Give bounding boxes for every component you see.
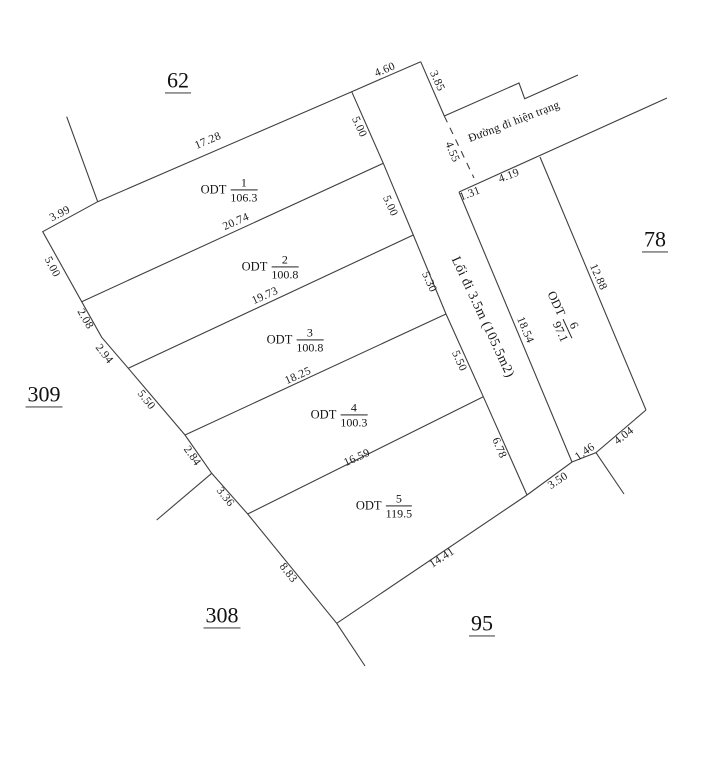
plot-number: 1 [240, 175, 247, 190]
plot-area: 100.8 [271, 266, 299, 281]
path-top-right-edge-line [420, 61, 445, 117]
boundary-62-309-line [66, 116, 99, 202]
divider-plot4-plot5-line [247, 396, 484, 515]
dimension-label: 5.00 [41, 254, 63, 280]
plot-area: 119.5 [385, 505, 413, 520]
dimension-label: 5.30 [419, 269, 439, 295]
divider-plot3-plot4-line [184, 313, 447, 436]
path-road-crossing-dashed-line [443, 115, 475, 179]
plot6-west-edge-line [458, 191, 573, 463]
plot-area: 97.1 [550, 318, 573, 344]
dimension-label: 20.74 [221, 210, 251, 234]
plot-area: 100.3 [340, 414, 368, 429]
parcel-number-62: 62 [165, 67, 191, 94]
plot-code: ODT [310, 407, 337, 422]
divider-plot1-plot2-line [81, 162, 384, 303]
dimension-label: 16.59 [342, 446, 372, 470]
plot5-bottom-edge-line [336, 494, 528, 624]
plot6-east-edge-line [539, 156, 647, 411]
plot-code: ODT [355, 498, 382, 513]
dimension-label: 14.41 [427, 545, 457, 571]
dimension-label: 2.94 [92, 341, 116, 367]
south-extension-line [595, 452, 625, 495]
road-lower-edge-line [458, 97, 668, 193]
plot-area: 106.3 [230, 189, 258, 204]
dimension-label: 2.84 [180, 443, 204, 469]
dimension-label: 4.60 [372, 60, 398, 80]
dimension-label: 18.25 [283, 364, 313, 388]
dimension-label: 4.04 [611, 424, 637, 448]
south-edge-line [526, 409, 647, 496]
dimension-label: 19.73 [250, 284, 280, 308]
dimension-label: 5.00 [380, 193, 400, 219]
boundary-309-308-line [156, 472, 213, 521]
plot-number: 2 [281, 252, 288, 267]
dimension-label: 5.50 [134, 387, 158, 413]
dimension-label: 2.08 [74, 306, 96, 332]
plot-code: ODT [200, 182, 227, 197]
plot-code: ODT [544, 288, 568, 319]
dimension-label: 3.50 [545, 470, 571, 492]
plot-code: ODT [266, 332, 293, 347]
dimension-label: 3.85 [427, 68, 447, 94]
plot-area: 100.8 [296, 339, 324, 354]
dimension-label: 17.28 [193, 130, 223, 152]
west-boundary-line [41, 201, 366, 667]
dimension-label: 8.83 [276, 560, 300, 586]
plot-number: 3 [306, 325, 313, 340]
dimension-label: 3.36 [213, 484, 237, 510]
dimension-label: 5.50 [449, 348, 469, 374]
dimension-label: 4.19 [496, 166, 522, 186]
plot-number: 4 [350, 400, 357, 415]
dimension-label: 5.00 [349, 114, 369, 140]
dimension-label: 1.31 [457, 184, 483, 204]
dimension-label: 3.99 [47, 203, 73, 225]
dimension-label: 18.54 [514, 315, 536, 345]
parcel-number-308: 308 [203, 602, 241, 629]
dimension-label: 6.78 [489, 435, 509, 461]
plot-number: 5 [395, 491, 402, 506]
plot-code: ODT [241, 259, 268, 274]
dimension-label: 12.88 [586, 262, 610, 292]
road-name-label: Đường đi hiện trạng [466, 99, 562, 145]
dimension-label: 4.55 [442, 139, 462, 165]
parcel-number-95: 95 [469, 610, 495, 637]
parcel-number-309: 309 [25, 381, 63, 408]
strip-east-edge-line [351, 91, 528, 496]
dimension-label: 1.46 [572, 440, 598, 464]
parcel-number-78: 78 [642, 226, 668, 253]
divider-plot2-plot3-line [128, 234, 414, 369]
road-upper-edge-line [444, 74, 579, 117]
